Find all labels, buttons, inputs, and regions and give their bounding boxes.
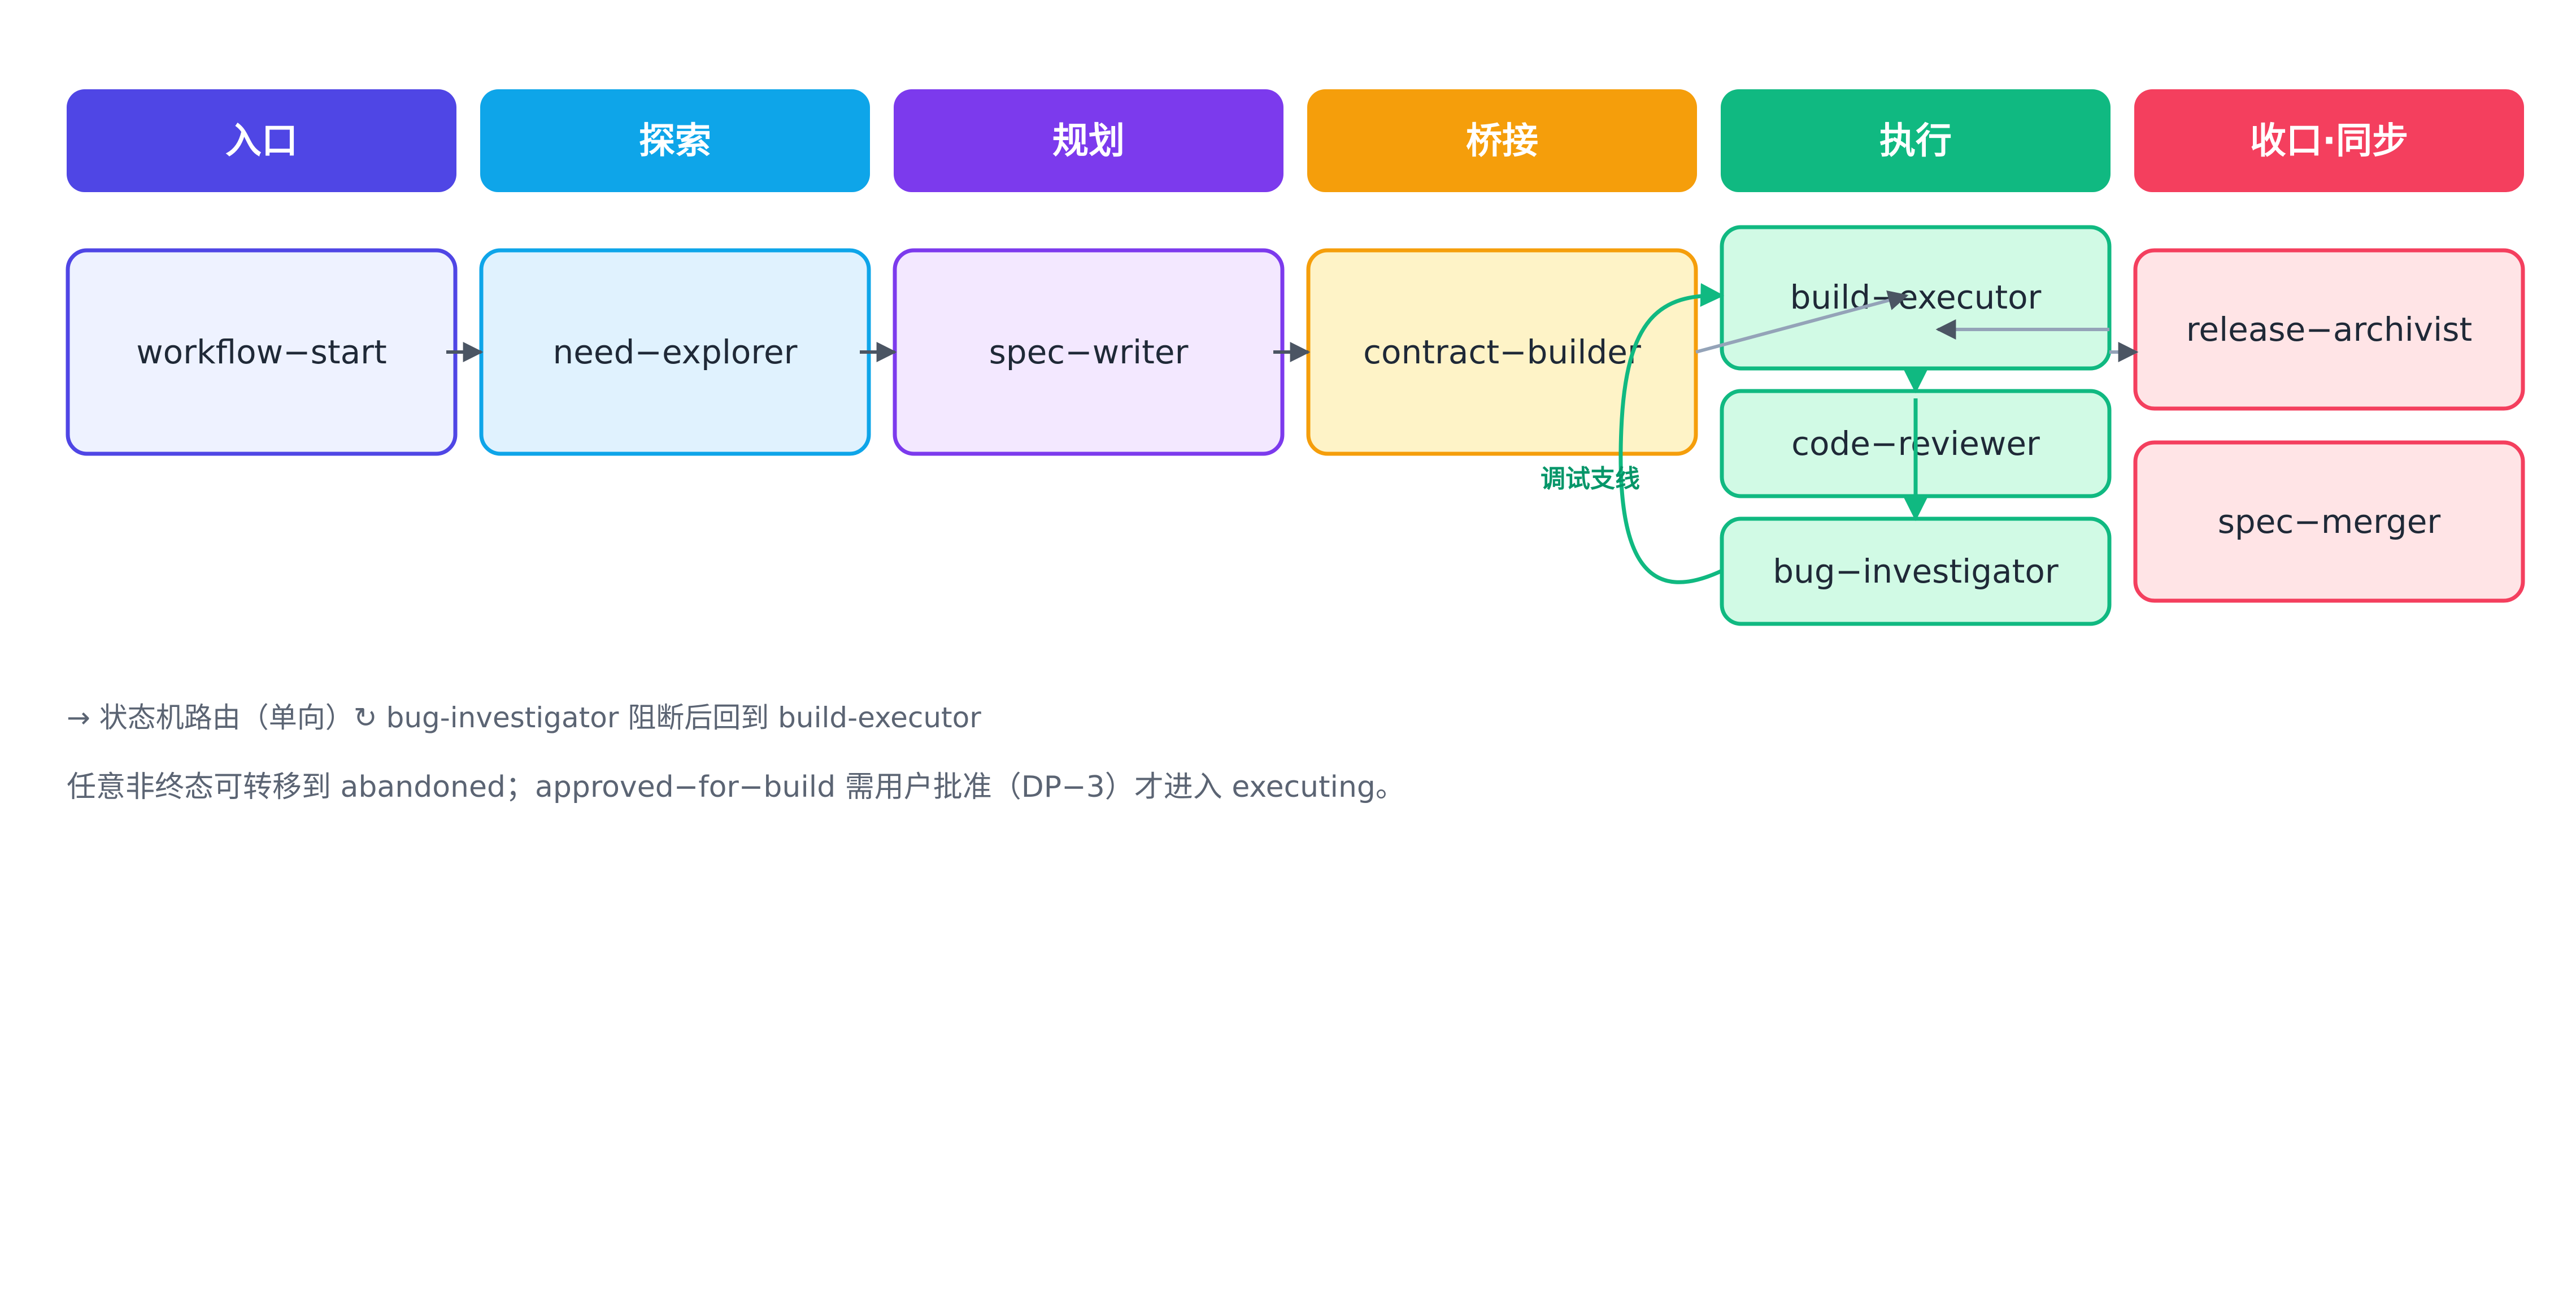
node-need-explorer-label: need−explorer (552, 333, 797, 371)
edge-bug-investigator-to-build-executor (1618, 283, 1725, 584)
stage-header-bridge: 桥接 (1307, 89, 1697, 192)
stage-header-close-bg (2134, 89, 2524, 192)
stage-header-plan-label: 规划 (1052, 120, 1125, 162)
stage-header-execute-bg (1721, 89, 2111, 192)
node-build-executor-label: build−executor (1790, 278, 2042, 316)
stage-header-bridge-label: 桥接 (1466, 120, 1538, 162)
node-contract-builder-label: contract−builder (1363, 333, 1641, 371)
edge-contract-builder-to-build-executor (1695, 290, 1909, 354)
stage-header-plan-bg (894, 89, 1283, 192)
node-bug-investigator[interactable]: bug−investigator (1720, 516, 2112, 626)
node-release-archivist-label: release−archivist (2186, 310, 2472, 349)
node-bug-investigator-label: bug−investigator (1773, 552, 2059, 591)
legend-state-note: 任意非终态可转移到 abandoned；approved−for−build 需… (67, 770, 1405, 804)
stage-header-explore-label: 探索 (639, 120, 711, 162)
stage-header-explore: 探索 (480, 89, 870, 192)
node-contract-builder[interactable]: contract−builder (1306, 248, 1698, 456)
stage-header-bridge-bg (1307, 89, 1697, 192)
node-build-executor[interactable]: build−executor (1720, 225, 2112, 371)
node-spec-merger-label: spec−merger (2218, 502, 2441, 541)
node-spec-writer-label: spec−writer (989, 333, 1189, 371)
edge-debug-label: 调试支线 (1541, 465, 1640, 493)
stage-header-entry-bg (67, 89, 456, 192)
legend-routing-note: → 状态机路由（单向）↻ bug-investigator 阻断后回到 buil… (67, 701, 981, 734)
stage-header-close: 收口·同步 (2134, 89, 2524, 192)
stage-header-entry-label: 入口 (225, 120, 298, 162)
stage-header-close-label: 收口·同步 (2250, 120, 2408, 162)
node-spec-writer[interactable]: spec−writer (893, 248, 1285, 456)
stage-header-plan: 规划 (894, 89, 1283, 192)
node-spec-merger[interactable]: spec−merger (2133, 440, 2525, 603)
node-need-explorer[interactable]: need−explorer (479, 248, 871, 456)
stage-header-entry: 入口 (67, 89, 456, 192)
stage-header-explore-bg (480, 89, 870, 192)
stage-header-execute-label: 执行 (1879, 120, 1952, 162)
node-release-archivist[interactable]: release−archivist (2133, 248, 2525, 411)
node-workflow-start-label: workflow−start (136, 333, 387, 371)
stage-header-execute: 执行 (1721, 89, 2111, 192)
node-workflow-start[interactable]: workflow−start (66, 248, 458, 456)
